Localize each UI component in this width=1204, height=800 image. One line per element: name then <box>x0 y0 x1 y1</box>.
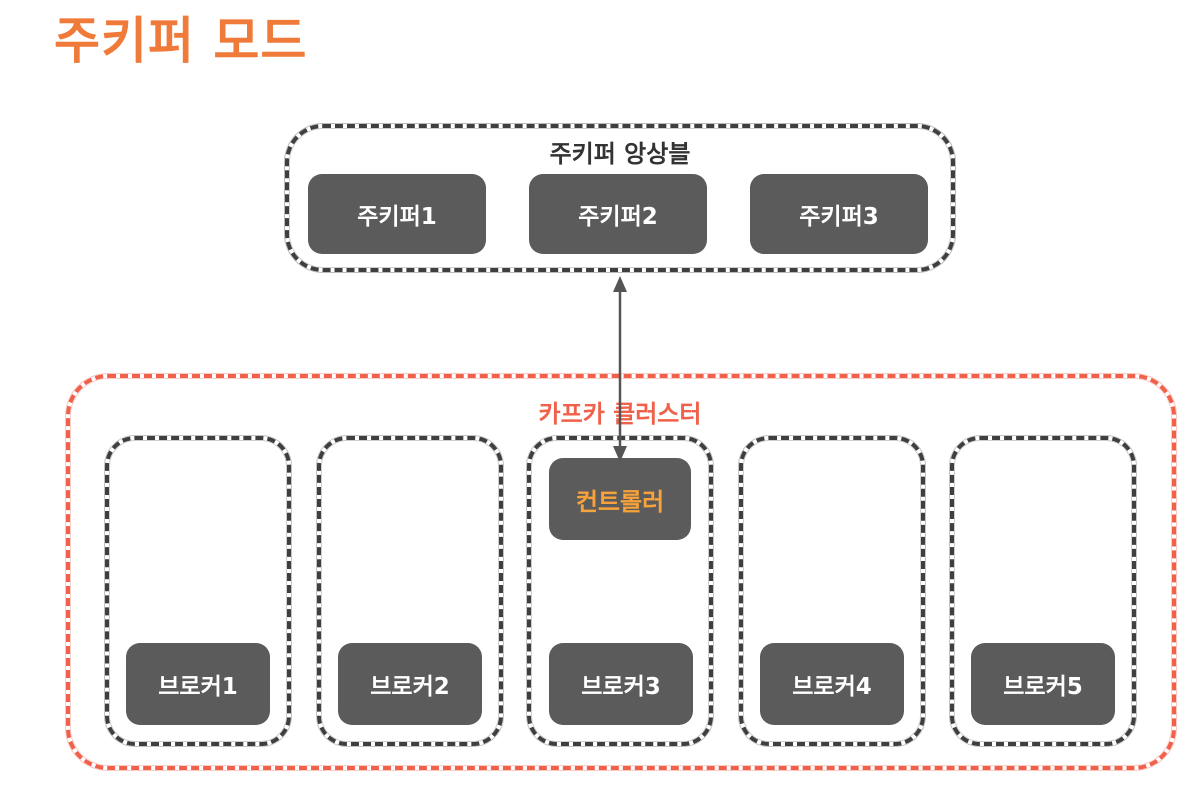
zookeeper-ensemble-label: 주키퍼 앙상블 <box>549 140 691 168</box>
arrow-head-down <box>613 446 627 462</box>
broker-node-4: 브로커4 <box>760 643 904 725</box>
zookeeper-node-3: 주키퍼3 <box>750 174 928 254</box>
zookeeper-node-1: 주키퍼1 <box>308 174 486 254</box>
broker-column-2 <box>317 436 503 746</box>
page-title: 주키퍼 모드 <box>54 12 308 70</box>
broker-node-5: 브로커5 <box>971 643 1115 725</box>
broker-node-2: 브로커2 <box>338 643 482 725</box>
arrow-head-up <box>613 276 627 292</box>
controller-node: 컨트롤러 <box>549 458 691 540</box>
broker-column-4 <box>739 436 925 746</box>
zookeeper-node-2: 주키퍼2 <box>529 174 707 254</box>
zookeeper-ensemble-box <box>285 124 955 272</box>
broker-column-1 <box>105 436 291 746</box>
broker-node-1: 브로커1 <box>126 643 270 725</box>
broker-node-3: 브로커3 <box>549 643 693 725</box>
broker-column-5 <box>950 436 1136 746</box>
